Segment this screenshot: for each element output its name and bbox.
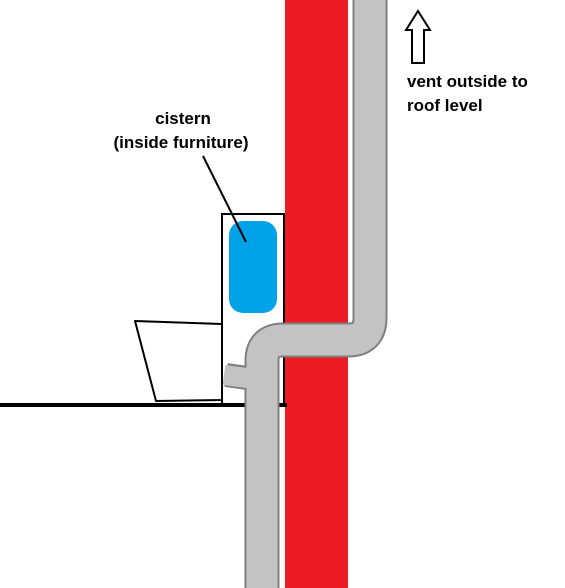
- waste-branch-fill: [222, 365, 264, 390]
- vent-label-line2: roof level: [407, 96, 483, 115]
- cistern-tank: [229, 221, 277, 313]
- vent-pipe: [222, 0, 388, 588]
- toilet-bowl: [134, 320, 223, 402]
- up-arrow-icon: [404, 9, 432, 64]
- cistern-label-line2: (inside furniture): [113, 133, 248, 152]
- cistern-pointer-line: [202, 155, 247, 243]
- cistern-label-line1: cistern: [155, 109, 211, 128]
- vent-pipe-fill: [246, 0, 386, 588]
- vent-label-line1: vent outside to: [407, 72, 528, 91]
- wall: [285, 0, 348, 588]
